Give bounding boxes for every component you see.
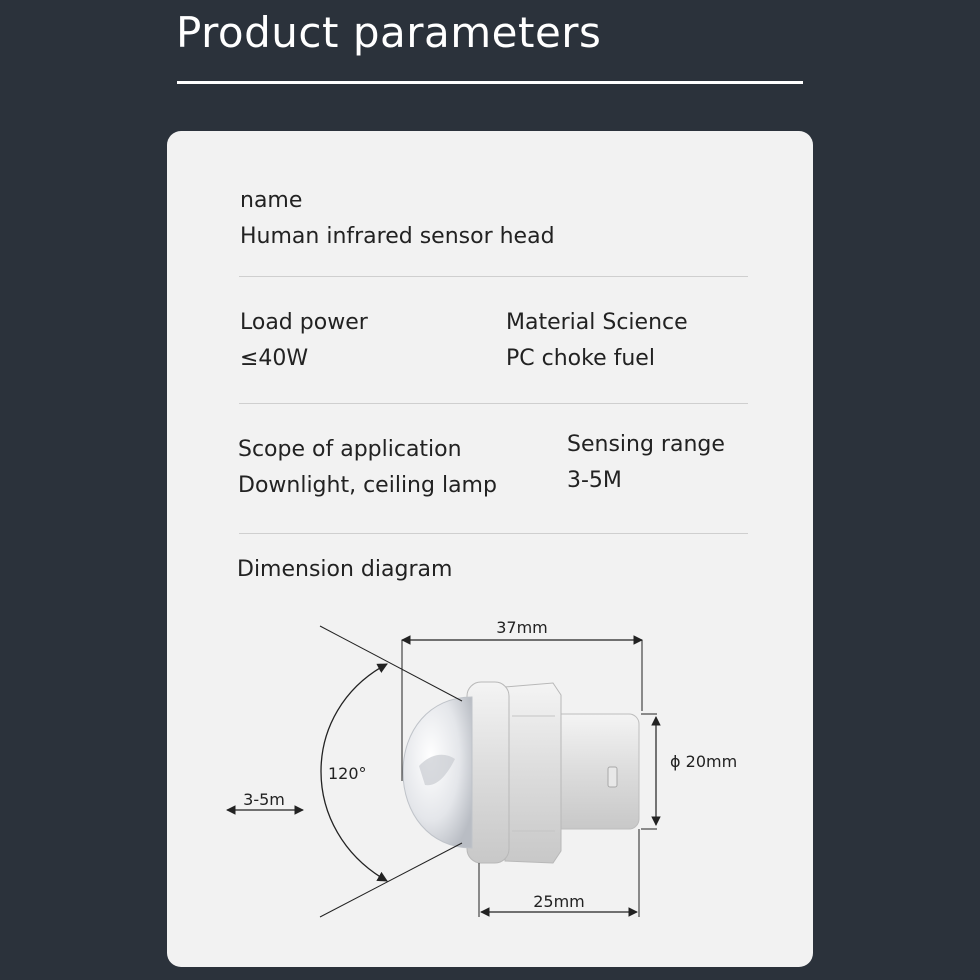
base-dimension-label: 25mm [533,892,585,911]
scope-label: Scope of application [238,437,462,462]
dimension-diagram: 37mm ϕ 20mm 25mm 120° 3-5m [226,618,737,918]
sensing-range-label: Sensing range [567,432,725,457]
material-label: Material Science [506,310,688,335]
page-title: Product parameters [176,8,602,57]
diagram-title: Dimension diagram [237,557,453,582]
name-label: name [240,188,303,213]
divider [239,276,748,277]
divider [239,403,748,404]
scope-value: Downlight, ceiling lamp [238,473,497,498]
angle-label: 120° [328,764,367,783]
width-dimension-label: 37mm [496,618,548,637]
load-power-label: Load power [240,310,368,335]
material-value: PC choke fuel [506,346,655,371]
sensing-range-value: 3-5M [567,468,622,493]
name-value: Human infrared sensor head [240,224,555,249]
spec-card: name Human infrared sensor head Load pow… [167,131,813,967]
title-underline [177,81,803,84]
load-power-value: ≤40W [240,346,309,371]
sensor-product-image [402,681,640,864]
range-label: 3-5m [243,790,285,809]
divider [239,533,748,534]
diameter-dimension-label: ϕ 20mm [670,752,737,771]
